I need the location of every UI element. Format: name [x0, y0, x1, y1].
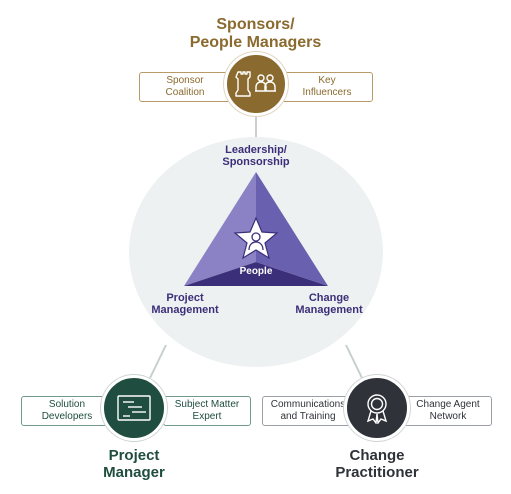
sponsor-coalition-label: Sponsor Coalition: [165, 75, 205, 98]
communications-training-label: Communications and Training: [270, 399, 346, 422]
project-management-label: Project Management: [151, 292, 219, 316]
solution-developers-box: Solution Developers: [21, 396, 113, 426]
sponsors-title: Sponsors/ People Managers: [189, 16, 322, 51]
sponsor-coalition-box: Sponsor Coalition: [139, 72, 231, 102]
project-manager-badge: [101, 375, 167, 441]
triangle-bottom-face: [184, 262, 328, 286]
change-agent-network-box: Change Agent Network: [404, 396, 492, 426]
project-manager-title: Project Manager: [103, 447, 165, 481]
change-practitioner-title: Change Practitioner: [335, 447, 419, 481]
solution-developers-label: Solution Developers: [41, 399, 93, 422]
triangle-left-face: [184, 172, 256, 286]
star-person-icon: [233, 216, 279, 260]
gantt-chart-icon: [117, 395, 151, 421]
award-badge-icon: [366, 394, 388, 424]
people-triangle: [184, 172, 328, 286]
change-management-label: Change Management: [295, 292, 363, 316]
triangle-right-face: [256, 172, 328, 286]
subject-matter-expert-label: Subject Matter Expert: [174, 399, 240, 422]
sponsors-badge: [224, 52, 288, 116]
change-agent-network-label: Change Agent Network: [416, 399, 480, 422]
key-influencers-label: Key Influencers: [302, 75, 352, 98]
leadership-sponsorship-label: Leadership/ Sponsorship: [222, 144, 290, 168]
change-practitioner-badge: [344, 375, 410, 441]
key-influencers-box: Key Influencers: [281, 72, 373, 102]
communications-training-box: Communications and Training: [262, 396, 354, 426]
subject-matter-expert-box: Subject Matter Expert: [163, 396, 251, 426]
chess-rook-and-people-icon: [235, 71, 276, 97]
people-label: People: [239, 266, 273, 277]
